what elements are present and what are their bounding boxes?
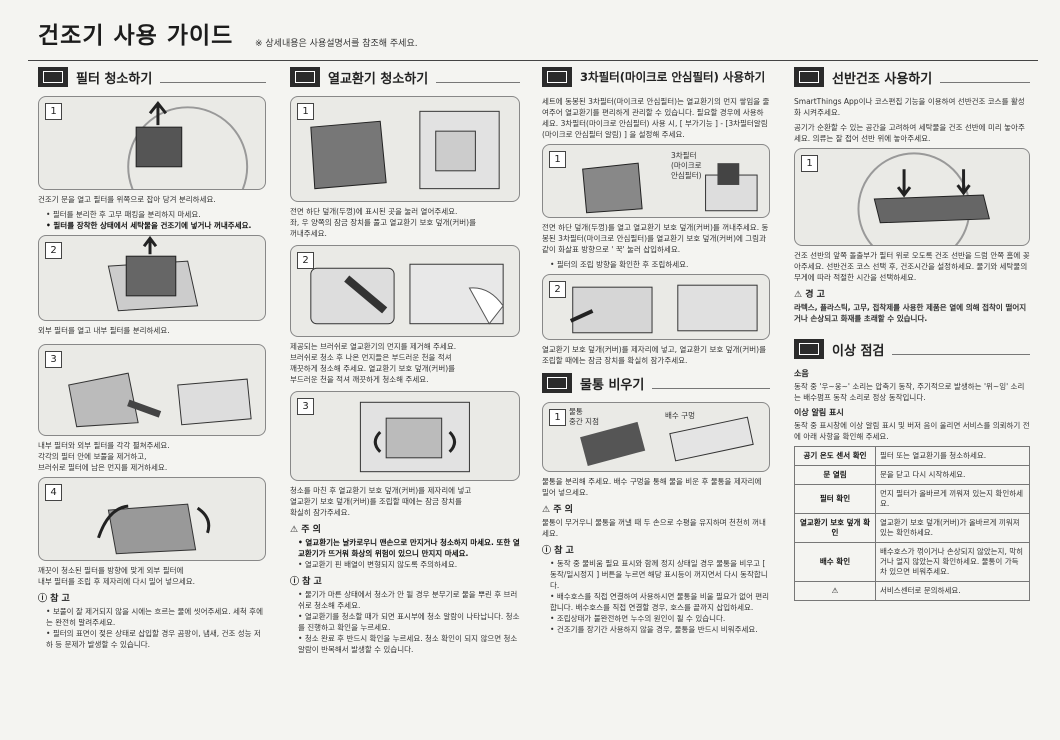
check-section-title: 이상 점검 [832, 343, 885, 359]
filter-step4-figure: 4 [38, 477, 266, 561]
third-section-header: 3차필터(마이크로 안심필터) 사용하기 [542, 66, 770, 88]
exchanger-note-title: ⓘ 참 고 [290, 577, 322, 587]
exchanger-icon [290, 67, 320, 87]
header-note: ※ 상세내용은 사용설명서를 참조해 주세요. [255, 39, 418, 49]
exchanger-cautions: 열교환기는 날카로우니 맨손으로 만지거나 청소하지 마세요. 또한 열교환기가… [298, 537, 520, 570]
drain-step1-text: 물통을 분리해 주세요. 배수 구멍을 통해 물을 비운 후 물통을 제자리에 … [542, 477, 762, 497]
filter-step3-figure: 3 [38, 344, 266, 436]
filter-step2-text: 외부 필터를 열고 내부 필터를 분리하세요. [38, 326, 170, 335]
shelf-step1-text: 건조 선반의 앞쪽 돌출부가 필터 위로 오도록 건조 선반을 드럼 안쪽 홈에… [794, 251, 1030, 282]
table-row: ⚠서비스센터로 문의하세요. [794, 581, 1030, 601]
exchanger-caution-title: ⚠ 주 의 [290, 525, 321, 535]
filter-step4-text: 깨끗이 청소된 필터를 방향에 맞게 외부 필터에 내부 필터를 조립 후 제자… [38, 566, 196, 586]
exchanger-step2-figure: 2 [290, 245, 520, 337]
step-number: 1 [45, 103, 62, 120]
exchanger-step1-figure: 1 [290, 96, 520, 202]
check-section-header: 이상 점검 [794, 338, 1030, 360]
third-intro: 세트에 동봉된 3차필터(마이크로 안심필터)는 열교환기의 먼지 쌓임을 줄여… [542, 97, 770, 139]
filter-pull-illustration [127, 100, 249, 189]
filter-step2-figure: 2 [38, 235, 266, 321]
water-tank-icon [542, 373, 572, 393]
drain-section-header: 물통 비우기 [542, 372, 770, 394]
drain-note-title: ⓘ 참 고 [542, 546, 574, 556]
exchanger-step3-figure: 3 [290, 391, 520, 481]
noise-text: 동작 중 '우~웅~' 소리는 압축기 동작, 주기적으로 발생하는 '위~잉'… [794, 382, 1025, 402]
drain-caution-text: 물통이 무거우니 물통을 꺼낼 때 두 손으로 수평을 유지하며 천천히 꺼내세… [542, 518, 766, 538]
micro-filter-icon [542, 67, 572, 87]
filter-note-title: ⓘ 참 고 [38, 594, 70, 604]
filter-unfold-illustration [68, 372, 252, 428]
drain-section-title: 물통 비우기 [580, 377, 645, 393]
drain-notes: 동작 중 물비움 필요 표시와 함께 정지 상태일 경우 물통을 비우고 [ 동… [550, 558, 770, 635]
exchanger-brush-illustration [310, 263, 504, 325]
noise-title: 소음 [794, 369, 809, 378]
third-bullets: 필터의 조립 방향을 확인한 후 조립하세요. [550, 259, 770, 270]
shelf-icon [794, 67, 824, 87]
filter-icon [38, 67, 68, 87]
exchanger-section-header: 열교환기 청소하기 [290, 66, 520, 88]
exchanger-section-title: 열교환기 청소하기 [328, 71, 429, 87]
filter-assemble-illustration [97, 503, 211, 555]
shelf-intro-1: SmartThings App이나 코스편집 기능을 이용하여 선반건조 코스를… [794, 97, 1025, 117]
shelf-section-header: 선반건조 사용하기 [794, 66, 1030, 88]
wrench-icon [794, 339, 824, 359]
filter-step1-text: 건조기 문을 열고 필터를 위쪽으로 잡아 당겨 분리하세요. [38, 195, 216, 204]
shelf-warning-title: ⚠ 경 고 [794, 290, 825, 300]
alarm-title: 이상 알림 표시 [794, 408, 844, 417]
micro-filter-illustration [582, 162, 758, 214]
shelf-column: 선반건조 사용하기 SmartThings App이나 코스편집 기능을 이용하… [794, 66, 1030, 601]
drain-hole-label: 배수 구멍 [665, 411, 695, 420]
third-step2-figure: 2 [542, 274, 770, 340]
exchanger-step1-text: 전면 하단 덮개(두껑)에 표시된 곳을 눌러 열어주세요.좌, 우 양쪽의 잠… [290, 207, 477, 238]
third-step1-text: 전면 하단 덮개(두껑)를 열고 열교환기 보호 덮개(커버)를 꺼내주세요. … [542, 223, 769, 254]
micro-filter-insert-illustration [569, 284, 758, 334]
exchanger-step2-text: 제공되는 브러쉬로 열교환기의 먼지를 제거해 주세요.브러쉬로 청소 후 나온… [290, 342, 457, 384]
filter-section-title: 필터 청소하기 [76, 71, 153, 87]
filter-step1-bullets: 필터를 분리한 후 고무 패킹을 분리하지 마세요. 필터를 장착한 상태에서 … [46, 209, 266, 231]
exchanger-lock-illustration [359, 401, 470, 473]
filter-open-illustration [107, 236, 199, 312]
filter-column: 필터 청소하기 1 건조기 문을 열고 필터를 위쪽으로 잡아 당겨 분리하세요… [38, 66, 266, 654]
drain-caution-title: ⚠ 주 의 [542, 505, 573, 515]
page-title: 건조기 사용 가이드 [38, 23, 234, 49]
filter-section-header: 필터 청소하기 [38, 66, 266, 88]
shelf-intro-2: 공기가 순환할 수 있는 공간을 고려하여 세탁물을 건조 선반에 미리 놓아주… [794, 123, 1025, 143]
filter-step3-text: 내부 필터와 외부 필터를 각각 펼쳐주세요. 각각의 필터 안에 보풀을 제거… [38, 441, 170, 472]
third-filter-column: 3차필터(마이크로 안심필터) 사용하기 세트에 동봉된 3차필터(마이크로 안… [542, 66, 770, 639]
shelf-section-title: 선반건조 사용하기 [832, 71, 933, 87]
alarm-text: 동작 중 표시창에 이상 알림 표시 및 버저 음이 울리면 서비스를 의뢰하기… [794, 421, 1030, 441]
header-divider [28, 60, 1038, 61]
third-step2-text: 열교환기 보호 덮개(커버)를 제자리에 넣고, 열교환기 보호 덮개(커버)를… [542, 345, 766, 365]
shelf-step1-figure: 1 [794, 148, 1030, 246]
exchanger-cover-illustration [310, 110, 500, 190]
filter-notes: 보풀이 잘 제거되지 않을 시에는 흐르는 물에 씻어주세요. 세척 후에는 완… [46, 606, 266, 650]
filter-step1-figure: 1 [38, 96, 266, 190]
exchanger-column: 열교환기 청소하기 1 전면 하단 덮개(두껑)에 표시된 곳을 눌러 열어주세… [290, 66, 520, 659]
third-section-title: 3차필터(마이크로 안심필터) 사용하기 [580, 70, 766, 84]
drying-rack-illustration [857, 152, 990, 245]
exchanger-notes: 물기가 마른 상태에서 청소가 안 될 경우 분무기로 물을 뿌린 후 브러쉬로… [298, 589, 520, 655]
shelf-warning-text: 라텍스, 플라스틱, 고무, 접착제를 사용한 제품은 열에 의해 접착이 떨어… [794, 303, 1027, 323]
water-tank-illustration [580, 416, 754, 466]
